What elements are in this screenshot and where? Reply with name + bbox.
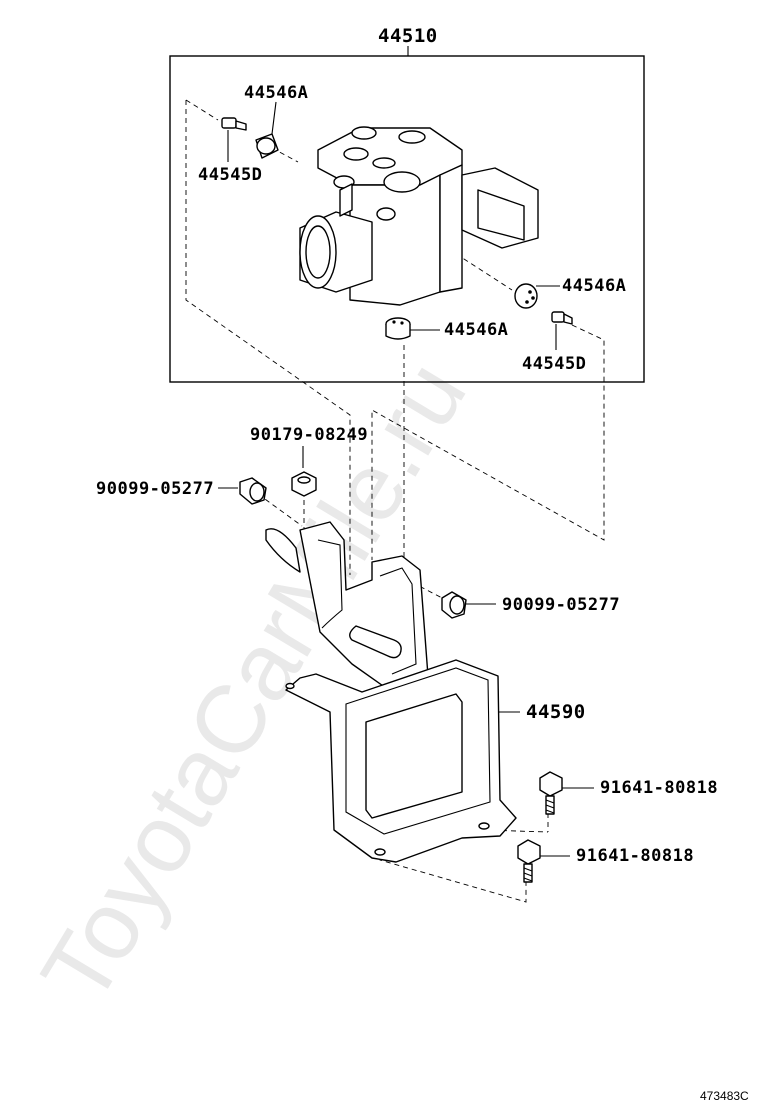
bolt-91641-80818-top[interactable] xyxy=(539,771,563,815)
relay-cover-44546a-top[interactable] xyxy=(255,133,279,159)
abs-actuator[interactable] xyxy=(299,126,539,306)
label-91641-80818-bottom[interactable]: 91641-80818 xyxy=(576,846,694,866)
label-90099-05277-right[interactable]: 90099-05277 xyxy=(502,595,620,615)
bracket-44590[interactable] xyxy=(265,521,517,863)
assembly-frame xyxy=(169,46,645,383)
cushion-90099-05277-right[interactable] xyxy=(441,591,467,619)
label-90179-08249[interactable]: 90179-08249 xyxy=(250,425,368,445)
label-44590[interactable]: 44590 xyxy=(526,701,586,723)
label-44545d-right[interactable]: 44545D xyxy=(522,354,586,374)
label-44546a-top[interactable]: 44546A xyxy=(244,83,308,103)
label-44510[interactable]: 44510 xyxy=(378,25,438,47)
bolt-44545d-top[interactable] xyxy=(221,117,247,131)
cushion-90099-05277-left[interactable] xyxy=(239,477,267,505)
guide-lines xyxy=(185,99,605,903)
leader-lines xyxy=(218,101,594,857)
label-90099-05277-left[interactable]: 90099-05277 xyxy=(96,479,214,499)
relay-cover-44546a-right[interactable] xyxy=(514,283,538,309)
bolt-44545d-right[interactable] xyxy=(551,311,573,325)
diagram-ref: 473483C xyxy=(700,1089,749,1103)
relay-cover-44546a-bottom[interactable] xyxy=(385,317,411,340)
label-44546a-bottom[interactable]: 44546A xyxy=(444,320,508,340)
label-44545d-top[interactable]: 44545D xyxy=(198,165,262,185)
bolt-91641-80818-bottom[interactable] xyxy=(517,839,541,883)
label-44546a-right[interactable]: 44546A xyxy=(562,276,626,296)
label-91641-80818-top[interactable]: 91641-80818 xyxy=(600,778,718,798)
nut-90179-08249[interactable] xyxy=(291,471,317,497)
